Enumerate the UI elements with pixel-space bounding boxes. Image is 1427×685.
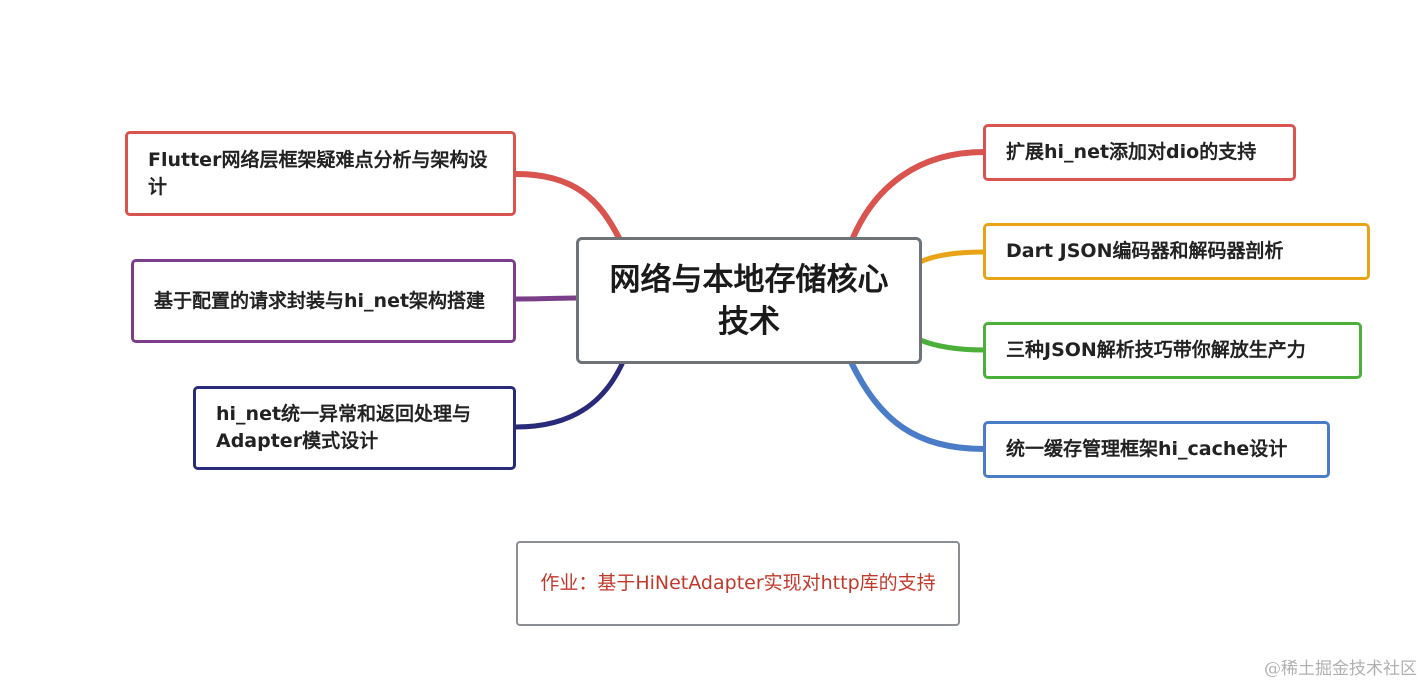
connector-right-2 [917,249,987,265]
watermark: @稀土掘金技术社区 [1264,659,1417,679]
right-topic-4[interactable]: 统一缓存管理框架hi_cache设计 [983,421,1330,478]
left-topic-3[interactable]: hi_net统一异常和返回处理与Adapter模式设计 [193,386,516,470]
left-topic-1-label: Flutter网络层框架疑难点分析与架构设计 [148,148,488,198]
central-topic[interactable]: 网络与本地存储核心技术 [576,237,922,364]
right-topic-1[interactable]: 扩展hi_net添加对dio的支持 [983,124,1296,181]
right-topic-2-label: Dart JSON编码器和解码器剖析 [1006,240,1284,262]
connector-right-3 [917,337,987,353]
right-topic-2[interactable]: Dart JSON编码器和解码器剖析 [983,223,1370,280]
left-topic-3-label: hi_net统一异常和返回处理与Adapter模式设计 [216,403,472,452]
right-topic-4-label: 统一缓存管理框架hi_cache设计 [1006,438,1288,460]
right-topic-3-label: 三种JSON解析技巧带你解放生产力 [1006,339,1306,361]
connector-right-1 [849,149,987,243]
connector-right-4 [849,361,987,452]
left-topic-2[interactable]: 基于配置的请求封装与hi_net架构搭建 [131,259,516,343]
left-topic-2-label: 基于配置的请求封装与hi_net架构搭建 [154,289,486,312]
homework-box[interactable]: 作业：基于HiNetAdapter实现对http库的支持 [516,541,960,626]
homework-label: 作业：基于HiNetAdapter实现对http库的支持 [540,572,936,594]
connector-left-3 [513,361,625,430]
central-topic-label: 网络与本地存储核心技术 [609,261,889,340]
right-topic-1-label: 扩展hi_net添加对dio的支持 [1006,141,1257,163]
right-topic-3[interactable]: 三种JSON解析技巧带你解放生产力 [983,322,1362,379]
left-topic-1[interactable]: Flutter网络层框架疑难点分析与架构设计 [125,131,516,216]
connector-left-2 [513,295,581,302]
connector-left-1 [513,171,623,243]
